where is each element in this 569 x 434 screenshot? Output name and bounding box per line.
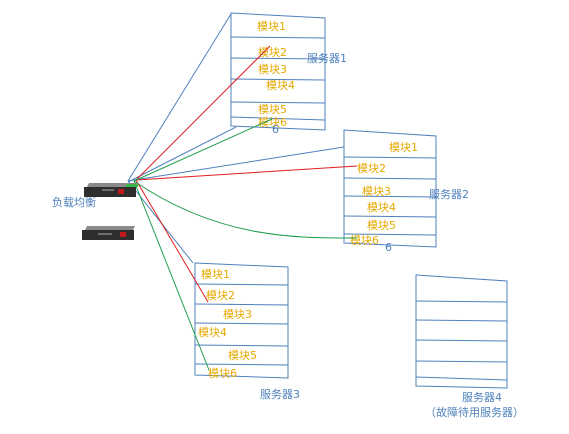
link-red: [135, 165, 358, 181]
link-green: [133, 118, 273, 182]
server-1-module-1: 模块1: [257, 20, 286, 33]
link-green: [133, 180, 358, 239]
link-red: [135, 179, 209, 303]
server-4-sublabel: （故障待用服务器）: [425, 405, 524, 419]
device-indicator: [118, 189, 124, 194]
server-3-label: 服务器3: [260, 388, 300, 401]
load-balancer-device-2: [82, 226, 135, 240]
connections: [127, 13, 358, 371]
server-2: 模块1 模块2 模块3 模块4 模块5 模块6 6 服务器2: [343, 129, 469, 254]
server-2-divider: [343, 177, 437, 180]
load-balancer-device-1: [84, 183, 138, 197]
device-status: [126, 184, 138, 187]
server-1-module-4: 模块4: [266, 79, 295, 92]
server-3-box: [194, 262, 289, 379]
server-3-divider: [194, 283, 289, 286]
server-3-module-2: 模块2: [206, 289, 235, 302]
server-1-divider: [230, 78, 326, 81]
server-1-divider: [230, 36, 326, 39]
link-blue: [127, 13, 232, 182]
server-2-box: [343, 129, 437, 248]
server-3-divider: [194, 303, 289, 306]
device-vent: [102, 189, 114, 191]
server-1-divider: [230, 101, 326, 104]
device-front: [84, 187, 136, 197]
server-2-divider: [343, 233, 437, 236]
link-blue: [127, 146, 345, 182]
server-1-box: [230, 12, 326, 131]
device-indicator: [120, 232, 126, 237]
server-2-divider: [343, 215, 437, 218]
server-3-module-4: 模块4: [198, 326, 227, 339]
server-3-divider: [194, 363, 289, 366]
server-1-module-6: 模块6: [258, 116, 287, 129]
server-3-divider: [194, 344, 289, 347]
server-4-divider: [415, 300, 508, 303]
server-4-label: 服务器4: [462, 391, 502, 404]
server-3-divider: [194, 322, 289, 325]
link-red: [135, 45, 271, 181]
server-3: 模块1 模块2 模块3 模块4 模块5 模块6 服务器3: [194, 262, 300, 401]
server-2-module-2: 模块2: [357, 162, 386, 175]
server-1-divider: [230, 116, 326, 121]
server-1-module-2: 模块2: [258, 46, 287, 59]
link-blue: [127, 126, 237, 183]
server-1-module-3: 模块3: [258, 63, 287, 76]
server-4-divider: [415, 339, 508, 342]
server-2-stray-digit: 6: [385, 241, 392, 254]
device-top: [87, 183, 138, 187]
server-3-module-5: 模块5: [228, 349, 257, 362]
device-top: [85, 226, 135, 230]
server-1-label: 服务器1: [307, 52, 347, 65]
device-vent: [98, 233, 112, 235]
server-3-module-6: 模块6: [208, 367, 237, 380]
server-4-box: [415, 274, 508, 389]
server-1-module-5: 模块5: [258, 103, 287, 116]
server-2-divider: [343, 156, 437, 159]
server-4-divider: [415, 319, 508, 322]
server-2-module-3: 模块3: [362, 185, 391, 198]
load-balancer-label: 负载均衡: [52, 195, 96, 209]
server-1: 模块1 模块2 模块3 模块4 模块5 模块6 6 服务器1: [230, 12, 347, 136]
server-1-stray-digit: 6: [272, 123, 279, 136]
server-4-divider: [415, 376, 508, 381]
server-2-module-5: 模块5: [367, 219, 396, 232]
server-1-divider: [230, 57, 326, 60]
server-2-label: 服务器2: [429, 188, 469, 201]
server-3-module-3: 模块3: [223, 308, 252, 321]
server-4-divider: [415, 360, 508, 363]
server-2-divider: [343, 195, 437, 198]
server-2-module-4: 模块4: [367, 201, 396, 214]
link-green: [133, 180, 210, 371]
server-4: 服务器4 （故障待用服务器）: [415, 274, 524, 419]
server-2-module-6: 模块6: [350, 234, 379, 247]
server-3-module-1: 模块1: [201, 268, 230, 281]
server-2-module-1: 模块1: [389, 141, 418, 154]
